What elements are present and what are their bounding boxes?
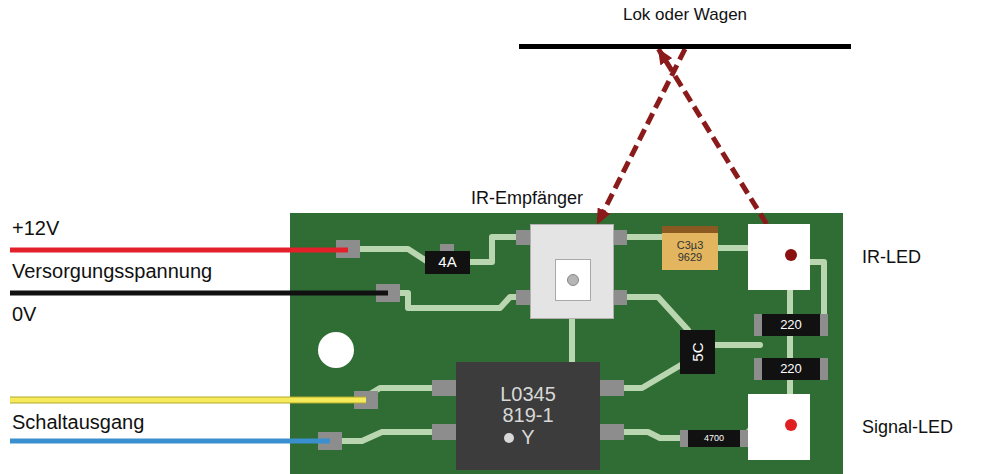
- resistor-cap: [754, 358, 762, 380]
- trace: [625, 234, 662, 240]
- resistor-cap: [740, 430, 748, 447]
- resistor-symbol: 220: [762, 314, 820, 336]
- ic-pin: [599, 380, 624, 396]
- trace: [569, 318, 575, 362]
- part-marking: 4700: [704, 434, 724, 444]
- resistor-cap: [680, 430, 688, 447]
- cables: [10, 250, 388, 441]
- ir-beam-arrow: [597, 49, 685, 224]
- ground-label: 0V: [12, 303, 36, 326]
- part-label: IR-LED: [862, 248, 921, 267]
- vehicle-bar: Lok oder Wagen: [519, 2, 851, 49]
- ic-pin: [612, 230, 627, 245]
- red-wire: [10, 248, 348, 253]
- led-dot: [785, 249, 797, 261]
- trace: [390, 293, 518, 308]
- ic-pin: [432, 424, 457, 440]
- part-marking: C3µ3 9629: [677, 240, 704, 264]
- diode-symbol: 4A: [425, 251, 470, 274]
- trace: [787, 380, 793, 394]
- resistor-symbol: 4700: [688, 430, 740, 447]
- yellow-wire: [10, 398, 366, 403]
- signal-led: Signal-LED: [748, 394, 810, 460]
- blue-wire: [10, 439, 330, 444]
- trace: [787, 336, 793, 358]
- trace: [335, 432, 440, 441]
- circuit-board: [290, 213, 843, 474]
- ir-beam-arrow: [658, 49, 766, 224]
- supply-label: Versorgungsspannung: [12, 260, 212, 283]
- output-label: Schaltausgang: [12, 411, 144, 434]
- ir-receiver: IR-Empfänger: [530, 224, 614, 319]
- resistor-symbol: 220: [762, 358, 820, 380]
- voltage-label: +12V: [12, 217, 59, 240]
- part-marking: 4A: [438, 254, 456, 270]
- trace: [718, 245, 748, 251]
- pin-one-dot: [504, 433, 514, 443]
- black-wire: [10, 291, 388, 296]
- ic-pin: [516, 230, 531, 245]
- resistor-cap: [754, 314, 762, 336]
- resistor-cap: [820, 314, 828, 336]
- part-marking: 220: [780, 318, 802, 332]
- sensor-lens: [567, 274, 579, 286]
- trace: [470, 237, 518, 262]
- ir-led: IR-LED: [748, 224, 810, 290]
- capacitor-symbol: C3µ3 9629: [662, 226, 718, 270]
- part-marking: 5C: [689, 342, 705, 361]
- trace: [787, 290, 793, 314]
- part-label: Signal-LED: [862, 418, 953, 437]
- part-marking: 220: [780, 362, 802, 376]
- ic-pin: [516, 290, 531, 305]
- ic-pin: [432, 380, 457, 396]
- part-label: Lok oder Wagen: [519, 2, 851, 24]
- yellow-wire-outline: [10, 397, 366, 404]
- ic-pin: [599, 424, 624, 440]
- trace: [715, 342, 760, 348]
- transistor-symbol: 5C: [680, 330, 715, 374]
- part-label: IR-Empfänger: [471, 189, 583, 208]
- optocoupler-symbol: L0345 819-1 Y: [456, 362, 600, 470]
- trace: [625, 297, 688, 330]
- mounting-hole: [318, 332, 354, 368]
- part-marking: L0345 819-1 Y: [500, 384, 556, 449]
- led-dot: [785, 419, 797, 431]
- ic-pin: [612, 290, 627, 305]
- resistor-cap: [820, 358, 828, 380]
